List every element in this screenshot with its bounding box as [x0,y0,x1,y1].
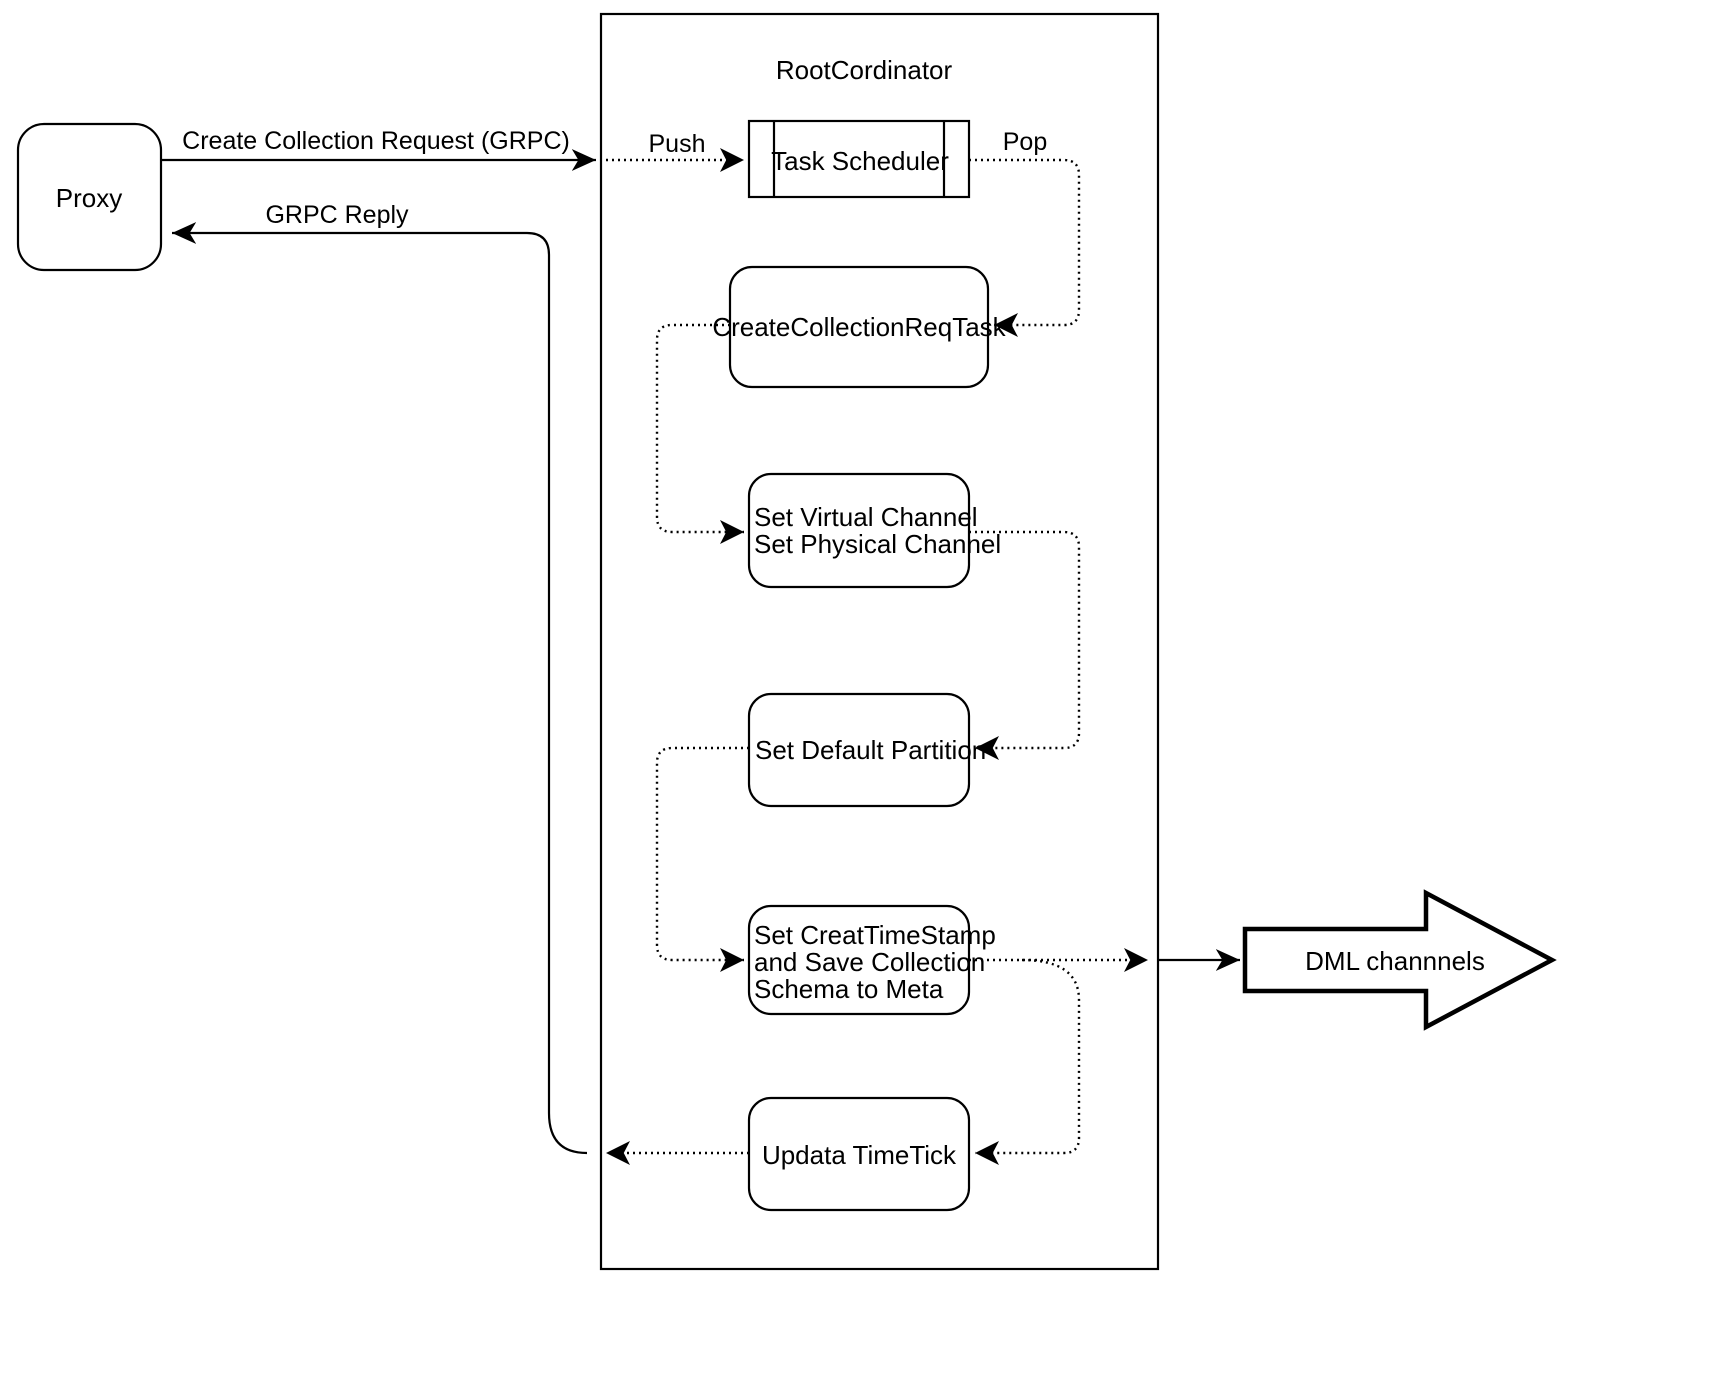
set-create-timestamp-label-line1: Set CreatTimeStamp [754,920,996,950]
task-scheduler-label: Task Scheduler [771,146,949,176]
dml-channels-label: DML channnels [1305,946,1485,976]
set-channels-label-line2: Set Physical Channel [754,529,1001,559]
edge-grpc-reply [172,222,588,1155]
proxy-label: Proxy [56,183,122,213]
edge-task-to-set-channels [655,323,744,544]
edge-label-create-collection-request: Create Collection Request (GRPC) [182,127,570,155]
edge-label-push: Push [649,130,706,158]
edge-pop [969,158,1081,337]
edge-default-partition-to-create-timestamp [655,746,749,972]
root-cordinator-container [599,12,1160,1271]
dml-channels-arrow-shape[interactable] [1242,889,1557,1031]
edge-label-pop: Pop [1003,128,1047,156]
set-default-partition-node[interactable] [747,692,971,808]
edge-create-timestamp-to-update-timetick [975,958,1081,1165]
create-collection-req-task-label: CreateCollectionReqTask [712,312,1006,342]
set-default-partition-label: Set Default Partition [755,735,986,765]
proxy-node[interactable] [16,122,163,272]
set-create-timestamp-label-line2: and Save Collection [754,947,985,977]
create-collection-req-task-node[interactable] [728,265,990,389]
set-channels-label-line1: Set Virtual Channel [754,502,978,532]
set-create-timestamp-label-line3: Schema to Meta [754,974,944,1004]
edge-label-grpc-reply: GRPC Reply [265,201,409,229]
update-timetick-label: Updata TimeTick [762,1140,957,1170]
set-channels-node[interactable] [747,472,971,589]
task-scheduler-node[interactable] [747,119,971,199]
root-cordinator-label: RootCordinator [776,55,953,85]
